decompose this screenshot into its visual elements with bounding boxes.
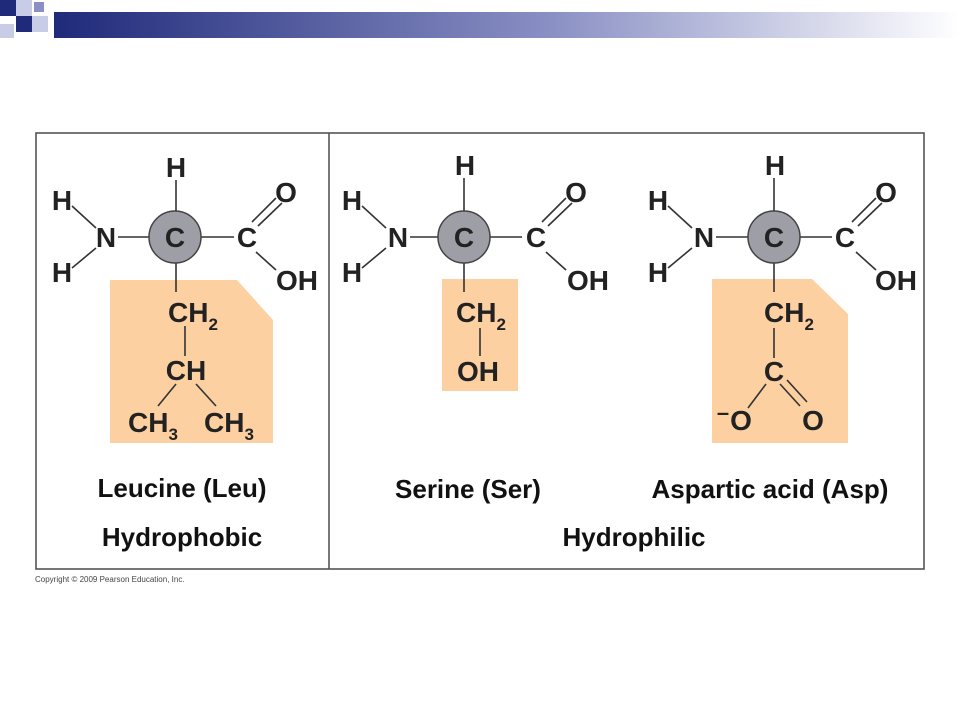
banner-square-tiny: [34, 2, 44, 12]
atom-n: N: [388, 222, 408, 253]
atom-h-left-lower: H: [342, 257, 362, 288]
side-chain-highlight: [110, 280, 273, 443]
group-ch: CH: [166, 355, 206, 386]
atom-c-carboxyl: C: [835, 222, 855, 253]
molecule-aspartic-acid: H H N H C C O OH CH2 C – O O: [648, 150, 917, 443]
banner-square-light: [16, 0, 32, 16]
title-banner: [0, 0, 960, 38]
atom-c-carboxyl: C: [526, 222, 546, 253]
alpha-carbon-ball: [747, 210, 801, 264]
atom-side-c: C: [764, 356, 784, 387]
group-ch2: CH2: [764, 297, 814, 334]
atom-h-left-upper: H: [648, 185, 668, 216]
group-ch2: CH2: [168, 297, 218, 334]
banner-square-mid: [16, 16, 32, 32]
atom-h-left-upper: H: [342, 185, 362, 216]
atom-o-double: O: [565, 177, 587, 208]
atom-oh: OH: [276, 265, 318, 296]
group-ch3-right: CH3: [204, 407, 254, 444]
caption-serine: Serine (Ser): [395, 474, 541, 504]
atom-oh: OH: [875, 265, 917, 296]
atom-oh: OH: [567, 265, 609, 296]
banner-square-pale: [32, 16, 48, 32]
alpha-carbon-ball: [148, 210, 202, 264]
atom-c-alpha: C: [165, 222, 185, 253]
atom-h-top: H: [765, 150, 785, 181]
atom-h-top: H: [166, 152, 186, 183]
atom-c-alpha: C: [764, 222, 784, 253]
atom-c-carboxyl: C: [237, 222, 257, 253]
banner-square-small: [0, 24, 14, 38]
group-side-oh: OH: [457, 356, 499, 387]
atom-h-left-lower: H: [648, 257, 668, 288]
atom-h-left-upper: H: [52, 185, 72, 216]
atom-h-top: H: [455, 150, 475, 181]
group-ch3-left: CH3: [128, 407, 178, 444]
group-label-hydrophilic: Hydrophilic: [562, 522, 705, 552]
atom-o-double: O: [275, 177, 297, 208]
atom-h-left-lower: H: [52, 257, 72, 288]
atom-n: N: [96, 222, 116, 253]
atom-o-side-double: O: [802, 405, 824, 436]
side-chain-highlight: [712, 279, 848, 443]
atom-n: N: [694, 222, 714, 253]
banner-gradient-bar: [54, 12, 960, 38]
banner-square-dark: [0, 0, 16, 16]
molecule-serine: H H N H C C O OH CH2 OH: [342, 150, 609, 391]
group-label-hydrophobic: Hydrophobic: [102, 522, 262, 552]
group-ch2: CH2: [456, 297, 506, 334]
alpha-carbon-ball: [437, 210, 491, 264]
copyright-notice: Copyright © 2009 Pearson Education, Inc.: [35, 575, 185, 584]
atom-o-minus-charge: –: [717, 400, 729, 425]
molecule-leucine: H H N H C C O OH CH2 CH CH3 CH3: [52, 152, 318, 444]
caption-leucine: Leucine (Leu): [97, 473, 266, 503]
atom-o-minus: O: [730, 405, 752, 436]
atom-c-alpha: C: [454, 222, 474, 253]
caption-aspartic-acid: Aspartic acid (Asp): [652, 474, 889, 504]
atom-o-double: O: [875, 177, 897, 208]
